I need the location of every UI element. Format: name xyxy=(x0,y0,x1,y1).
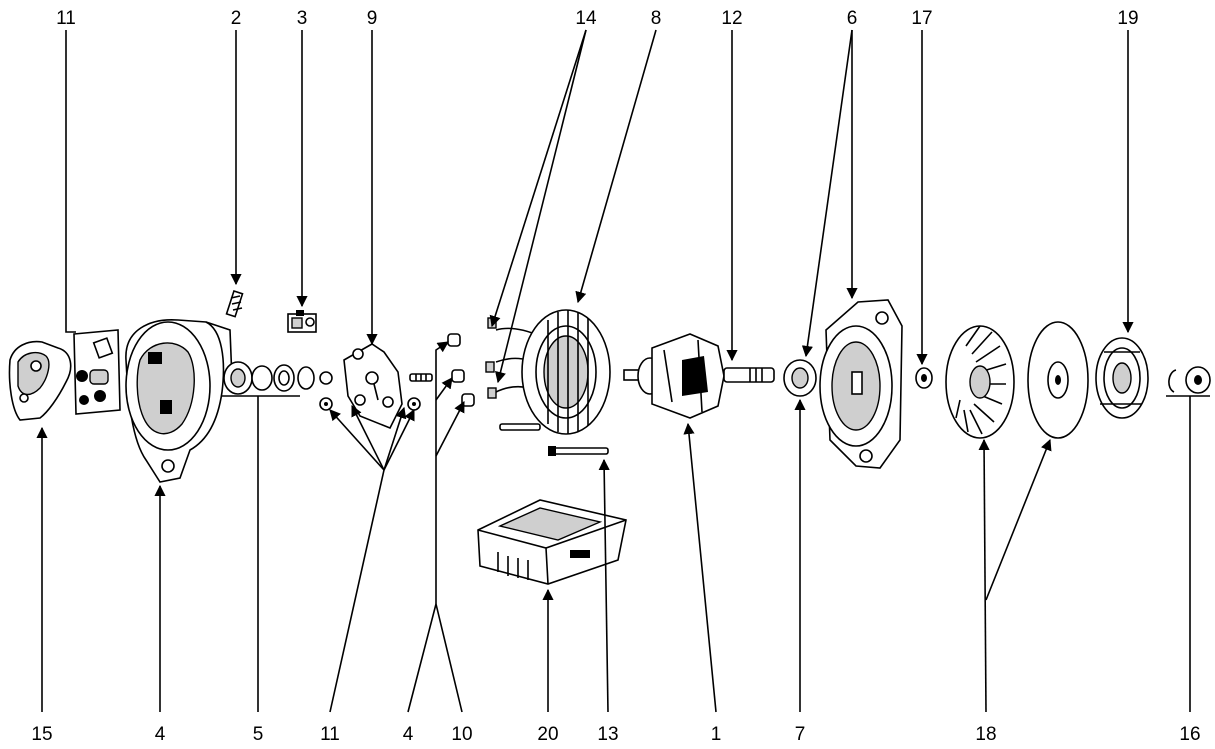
callout-14: 14 xyxy=(575,8,597,29)
part-1-rotor xyxy=(623,333,775,419)
part-18-fan xyxy=(945,325,1015,439)
part-11-bracket-left xyxy=(73,329,121,415)
part-13-through-bolt xyxy=(548,446,609,456)
callout-2: 2 xyxy=(231,8,242,29)
part-17-spacer xyxy=(915,367,933,389)
part-20-regulator xyxy=(477,499,627,585)
part-3-terminal xyxy=(287,310,317,333)
part-7-bearing xyxy=(783,359,817,397)
callout-17: 17 xyxy=(911,8,932,29)
part-16-nut-washer xyxy=(1168,366,1211,394)
callout-labels: 11 2 3 9 14 8 12 6 17 19 15 4 5 11 4 10 … xyxy=(31,8,1200,745)
callout-6: 6 xyxy=(847,8,858,29)
callout-5: 5 xyxy=(253,724,264,745)
callout-7: 7 xyxy=(795,724,806,745)
callout-19: 19 xyxy=(1117,8,1138,29)
callout-8: 8 xyxy=(651,8,662,29)
part-15-end-clip xyxy=(8,340,72,421)
callout-15: 15 xyxy=(31,724,52,745)
part-5-bearing-set xyxy=(223,361,315,395)
part-18-pulley-disc xyxy=(1027,321,1089,439)
callout-11-top: 11 xyxy=(56,8,76,29)
callout-18: 18 xyxy=(975,724,996,745)
part-6-front-housing xyxy=(819,299,903,469)
part-11-nuts xyxy=(319,371,421,411)
leader-lines xyxy=(36,29,1210,713)
callout-12: 12 xyxy=(721,8,742,29)
part-8-stator xyxy=(495,309,611,435)
part-2-bolt xyxy=(225,290,244,318)
callout-1: 1 xyxy=(711,724,722,745)
callout-16: 16 xyxy=(1179,724,1200,745)
part-4-rear-housing xyxy=(125,319,233,483)
callout-10: 10 xyxy=(451,724,472,745)
callout-9: 9 xyxy=(367,8,378,29)
callout-11-bottom: 11 xyxy=(320,724,340,745)
callout-4-center: 4 xyxy=(403,724,414,745)
callout-13: 13 xyxy=(597,724,618,745)
callout-3: 3 xyxy=(297,8,308,29)
callout-20: 20 xyxy=(537,724,558,745)
part-10-screws xyxy=(447,317,497,407)
callout-4-left: 4 xyxy=(155,724,166,745)
part-19-pulley xyxy=(1095,337,1149,419)
